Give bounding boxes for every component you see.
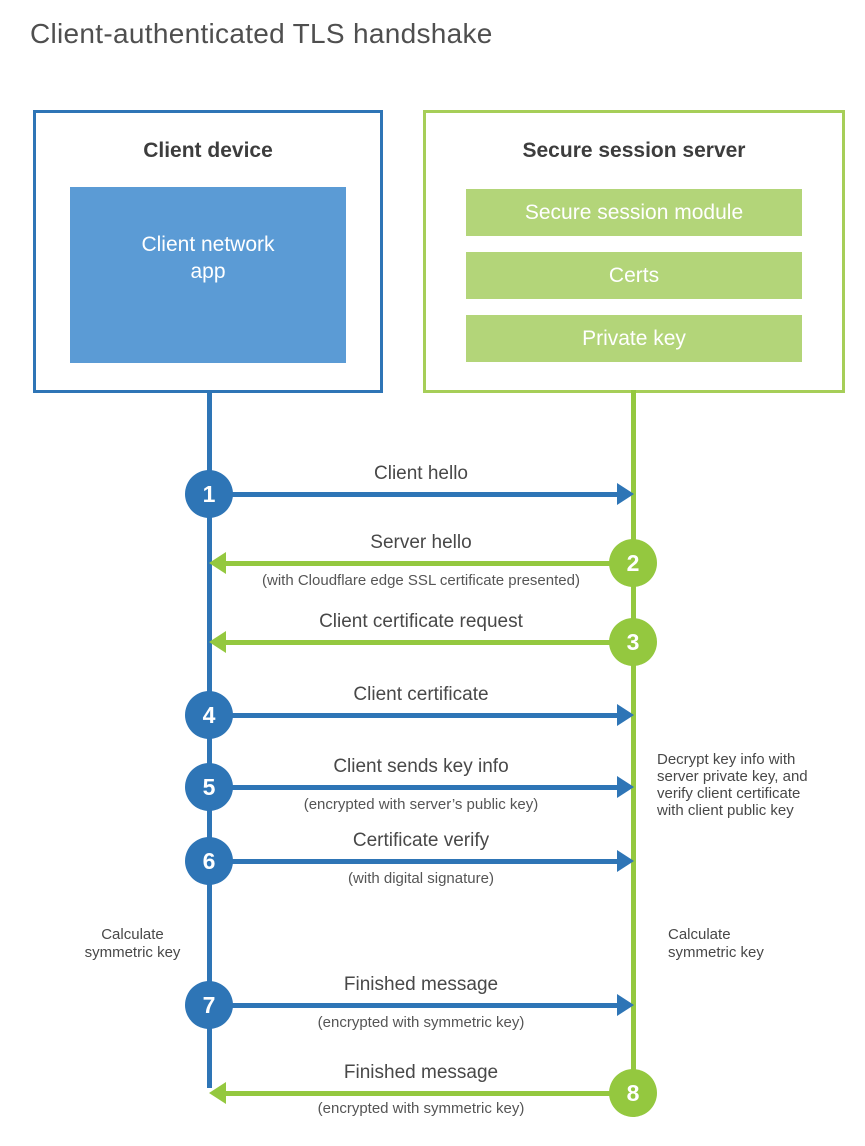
server-module-secure-session-module: Secure session module: [466, 189, 802, 236]
client-lifeline: [207, 390, 212, 1088]
step-5-marker: 5: [185, 763, 233, 811]
step-8-label: Finished message: [343, 1062, 499, 1083]
step-8-sublabel: (encrypted with symmetric key): [317, 1100, 525, 1117]
server-module-private-key: Private key: [466, 315, 802, 362]
step-4-label: Client certificate: [353, 684, 489, 705]
step-5-arrow-right-icon: [209, 776, 634, 798]
step-6-sublabel: (with digital signature): [348, 870, 494, 887]
server-module-certs: Certs: [466, 252, 802, 299]
client-calculate-symmetric-key-note: Calculate symmetric key: [84, 926, 181, 961]
step-6-marker: 6: [185, 837, 233, 885]
step-2-marker: 2: [609, 539, 657, 587]
step-8-marker: 8: [609, 1069, 657, 1117]
step-7-arrow-right-icon: [209, 994, 634, 1016]
step-1-arrow-right-icon: [209, 483, 634, 505]
step-2-sublabel: (with Cloudflare edge SSL certificate pr…: [262, 572, 580, 589]
step-4-arrow-right-icon: [209, 704, 634, 726]
step-1-marker: 1: [185, 470, 233, 518]
step-5-sublabel: (encrypted with server’s public key): [303, 796, 539, 813]
step-3-label: Client certificate request: [319, 611, 523, 632]
step-2-arrow-left-icon: [209, 552, 633, 574]
step-2-label: Server hello: [370, 532, 472, 553]
server-calculate-symmetric-key-note: Calculate symmetric key: [668, 926, 764, 961]
step-7-sublabel: (encrypted with symmetric key): [317, 1014, 525, 1031]
step-5-label: Client sends key info: [333, 756, 509, 777]
step-3-arrow-left-icon: [209, 631, 633, 653]
client-network-app-box: Client network app: [70, 187, 346, 363]
step-6-label: Certificate verify: [352, 830, 490, 851]
step-8-arrow-left-icon: [209, 1082, 633, 1104]
page-title: Client-authenticated TLS handshake: [30, 18, 493, 49]
secure-session-server-box: Secure session server Secure session mod…: [423, 110, 845, 393]
server-modules-list: Secure session module Certs Private key: [466, 189, 802, 362]
step-6-arrow-right-icon: [209, 850, 634, 872]
server-lifeline: [631, 390, 636, 1093]
secure-session-server-title: Secure session server: [522, 139, 746, 162]
step-7-marker: 7: [185, 981, 233, 1029]
server-decrypt-note: Decrypt key info with server private key…: [657, 751, 808, 819]
step-7-label: Finished message: [343, 974, 499, 995]
step-1-label: Client hello: [374, 463, 468, 484]
client-device-title: Client device: [143, 139, 273, 162]
step-4-marker: 4: [185, 691, 233, 739]
client-device-box: Client device Client network app: [33, 110, 383, 393]
step-3-marker: 3: [609, 618, 657, 666]
